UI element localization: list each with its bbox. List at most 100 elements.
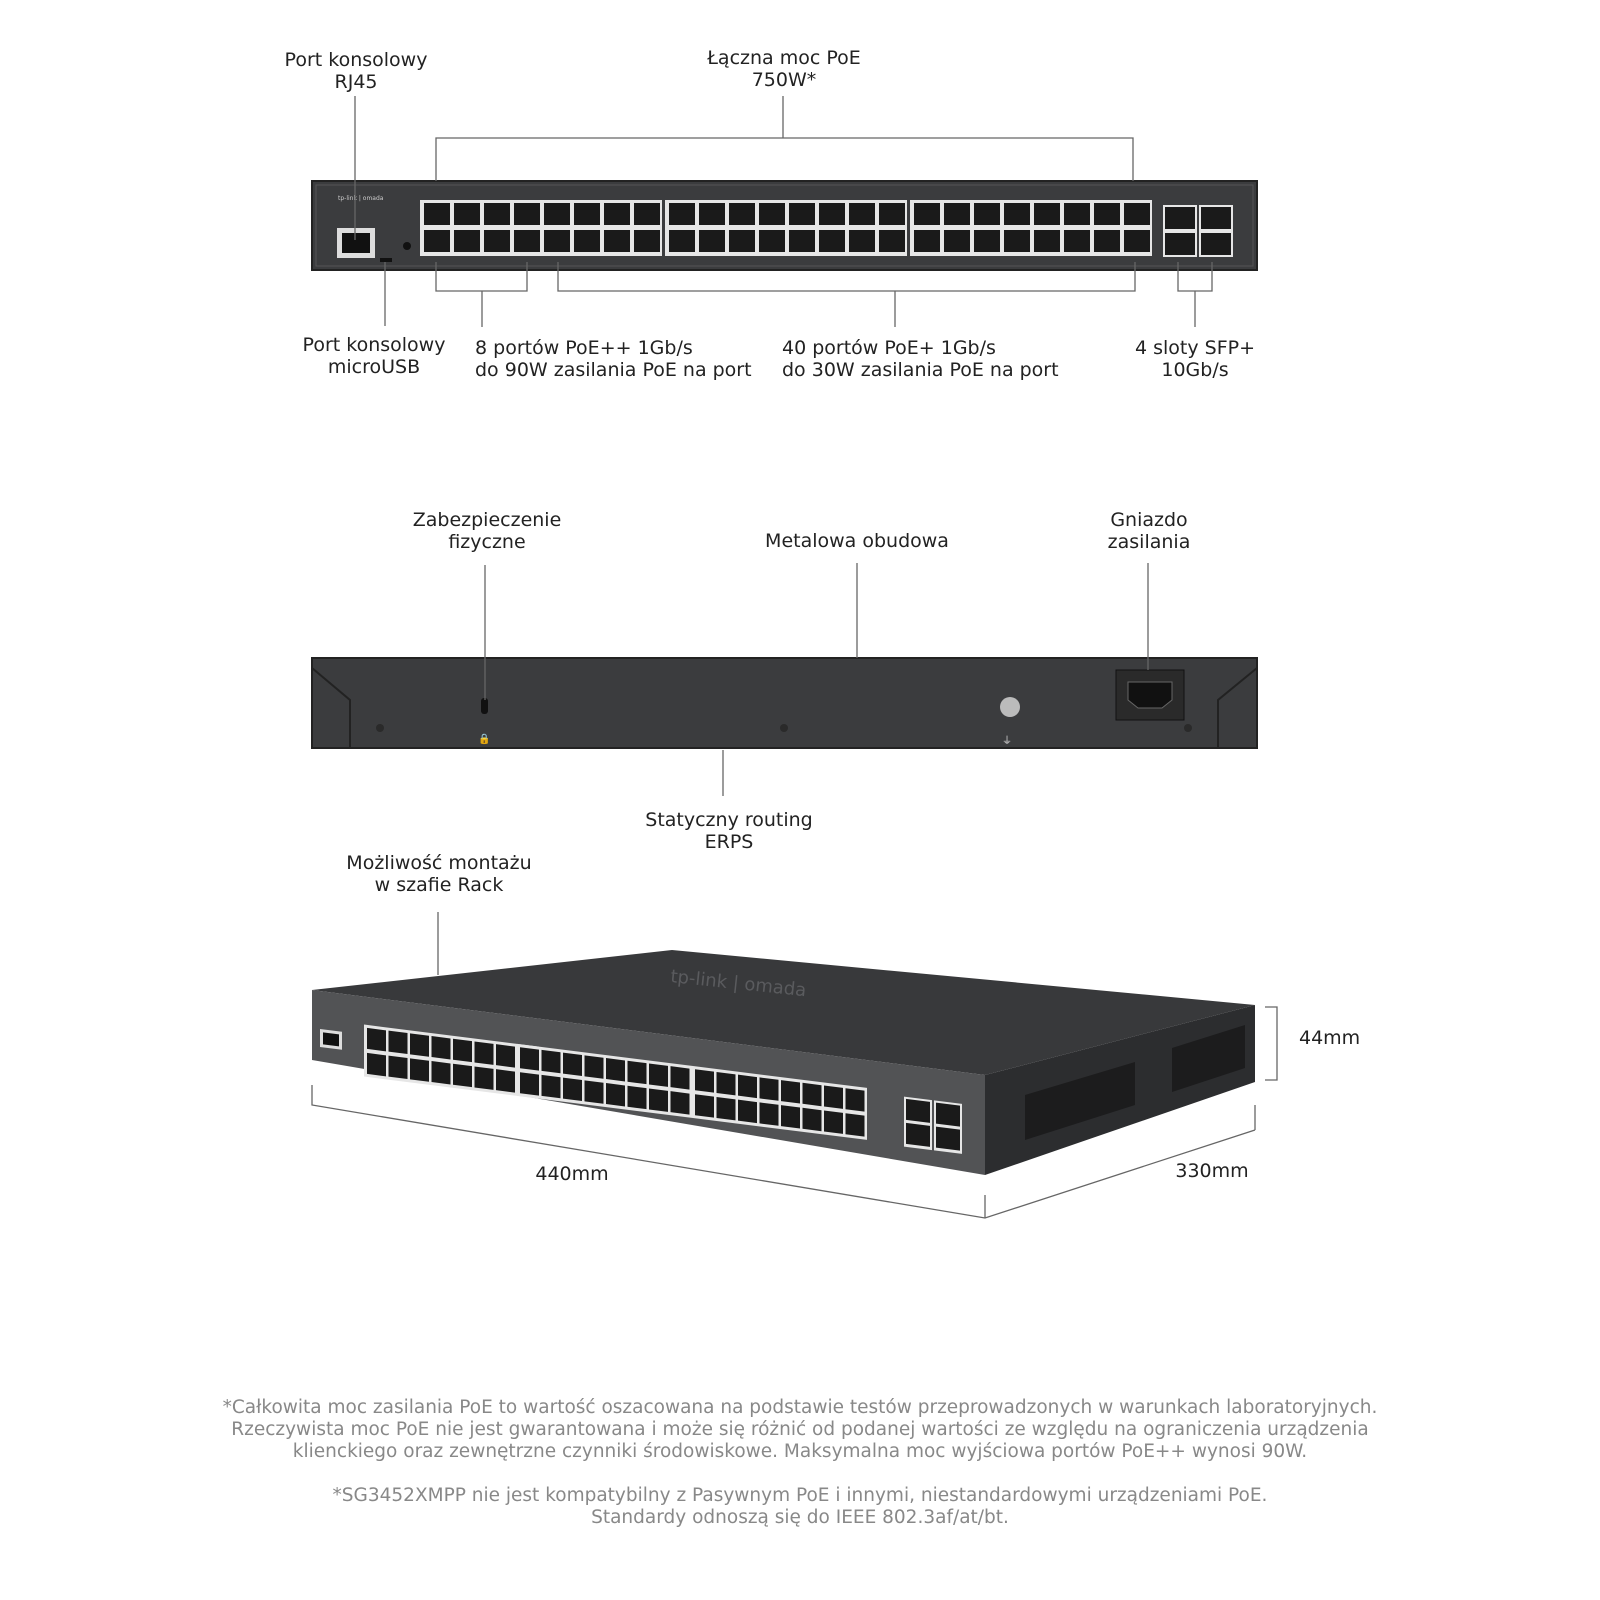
rj45-port — [824, 1110, 843, 1134]
rj45-port — [484, 230, 510, 252]
ground-icon: ⏚ — [1002, 735, 1012, 747]
rj45-port — [496, 1044, 515, 1068]
rj45-port — [759, 1102, 779, 1126]
side-vent — [1172, 1025, 1245, 1092]
rj45-port — [604, 203, 630, 225]
rj45-port — [781, 1105, 800, 1129]
rj45-port — [914, 230, 940, 252]
rj45-port — [520, 1072, 539, 1096]
svg-text:tp-link | omada: tp-link | omada — [338, 195, 384, 202]
rj45-port — [670, 1066, 690, 1090]
rj45-port — [759, 203, 785, 225]
sfp-slot — [906, 1122, 930, 1147]
rj45-port — [367, 1052, 386, 1077]
rj45-port — [845, 1088, 865, 1112]
label-sfp: 4 sloty SFP+10Gb/s — [1134, 337, 1256, 381]
rj45-port — [544, 230, 570, 252]
rj45-port — [431, 1061, 451, 1085]
rj45-port — [729, 230, 755, 252]
rj45-port — [879, 230, 905, 252]
rj45-port — [410, 1058, 429, 1082]
rj45-port — [914, 203, 940, 225]
front-panel: tp-link | omada — [311, 180, 1258, 271]
rj45-port — [649, 1088, 668, 1112]
rj45-port — [759, 1077, 779, 1101]
rj45-port — [879, 203, 905, 225]
rj45-port — [819, 230, 845, 252]
rj45-port — [431, 1036, 451, 1060]
rj45-port — [474, 1066, 494, 1090]
rj45-port — [388, 1030, 408, 1055]
rj45-port — [716, 1071, 736, 1096]
rj45-port — [634, 203, 660, 225]
label-width: 440mm — [535, 1163, 609, 1185]
rj45-port — [1064, 230, 1090, 252]
rj45-port — [944, 203, 970, 225]
label-height: 44mm — [1299, 1027, 1361, 1049]
sfp-slot — [1165, 207, 1195, 229]
rj45-port — [824, 1085, 843, 1109]
rj45-port — [845, 1113, 865, 1137]
rj45-port — [574, 230, 600, 252]
sfp-slot — [1201, 233, 1231, 255]
rj45-port — [1124, 230, 1150, 252]
rj45-port — [716, 1096, 736, 1121]
isometric-switch: tp-link | omada — [312, 950, 1255, 1175]
rj45-port — [738, 1074, 757, 1099]
rj45-port — [670, 1091, 690, 1115]
rj45-port — [424, 230, 450, 252]
ground-screw — [1000, 697, 1020, 717]
rj45-port — [695, 1069, 714, 1093]
rj45-port — [584, 1055, 604, 1079]
front-sfp-slots — [1163, 205, 1233, 257]
rj45-port — [1094, 230, 1120, 252]
rj45-port — [410, 1033, 429, 1057]
rj45-port — [424, 203, 450, 225]
rj45-port — [606, 1083, 625, 1107]
rj45-port — [729, 203, 755, 225]
rj45-port — [514, 230, 540, 252]
label-metal: Metalowa obudowa — [765, 530, 949, 552]
rj45-port — [606, 1058, 625, 1082]
rj45-port — [627, 1060, 647, 1085]
rj45-port — [699, 203, 725, 225]
rj45-port — [454, 203, 480, 225]
rj45-port — [563, 1077, 582, 1102]
rj45-port — [474, 1041, 494, 1065]
footnote-1: *Całkowita moc zasilania PoE to wartość … — [222, 1397, 1378, 1462]
rj45-port — [453, 1063, 472, 1088]
rj45-port — [1034, 230, 1060, 252]
rj45-port — [802, 1082, 822, 1107]
rj45-port — [1004, 203, 1030, 225]
rj45-port — [669, 203, 695, 225]
rj45-port — [454, 230, 480, 252]
rj45-port — [789, 230, 815, 252]
sfp-slot — [936, 1102, 960, 1127]
rj45-port — [1064, 203, 1090, 225]
rj45-port — [669, 230, 695, 252]
rj45-port — [484, 203, 510, 225]
kensington-lock-slot — [481, 698, 488, 714]
rj45-port — [781, 1080, 800, 1104]
rear-callout-lines — [484, 563, 1149, 796]
rj45-port — [699, 230, 725, 252]
sfp-slot — [936, 1126, 960, 1151]
rj45-port — [944, 230, 970, 252]
rj45-port — [544, 203, 570, 225]
iso-lines — [311, 912, 1278, 1219]
rj45-port — [974, 203, 1000, 225]
rj45-port — [627, 1085, 647, 1110]
rj45-port — [819, 203, 845, 225]
rj45-port — [520, 1047, 539, 1071]
rj45-port — [604, 230, 630, 252]
